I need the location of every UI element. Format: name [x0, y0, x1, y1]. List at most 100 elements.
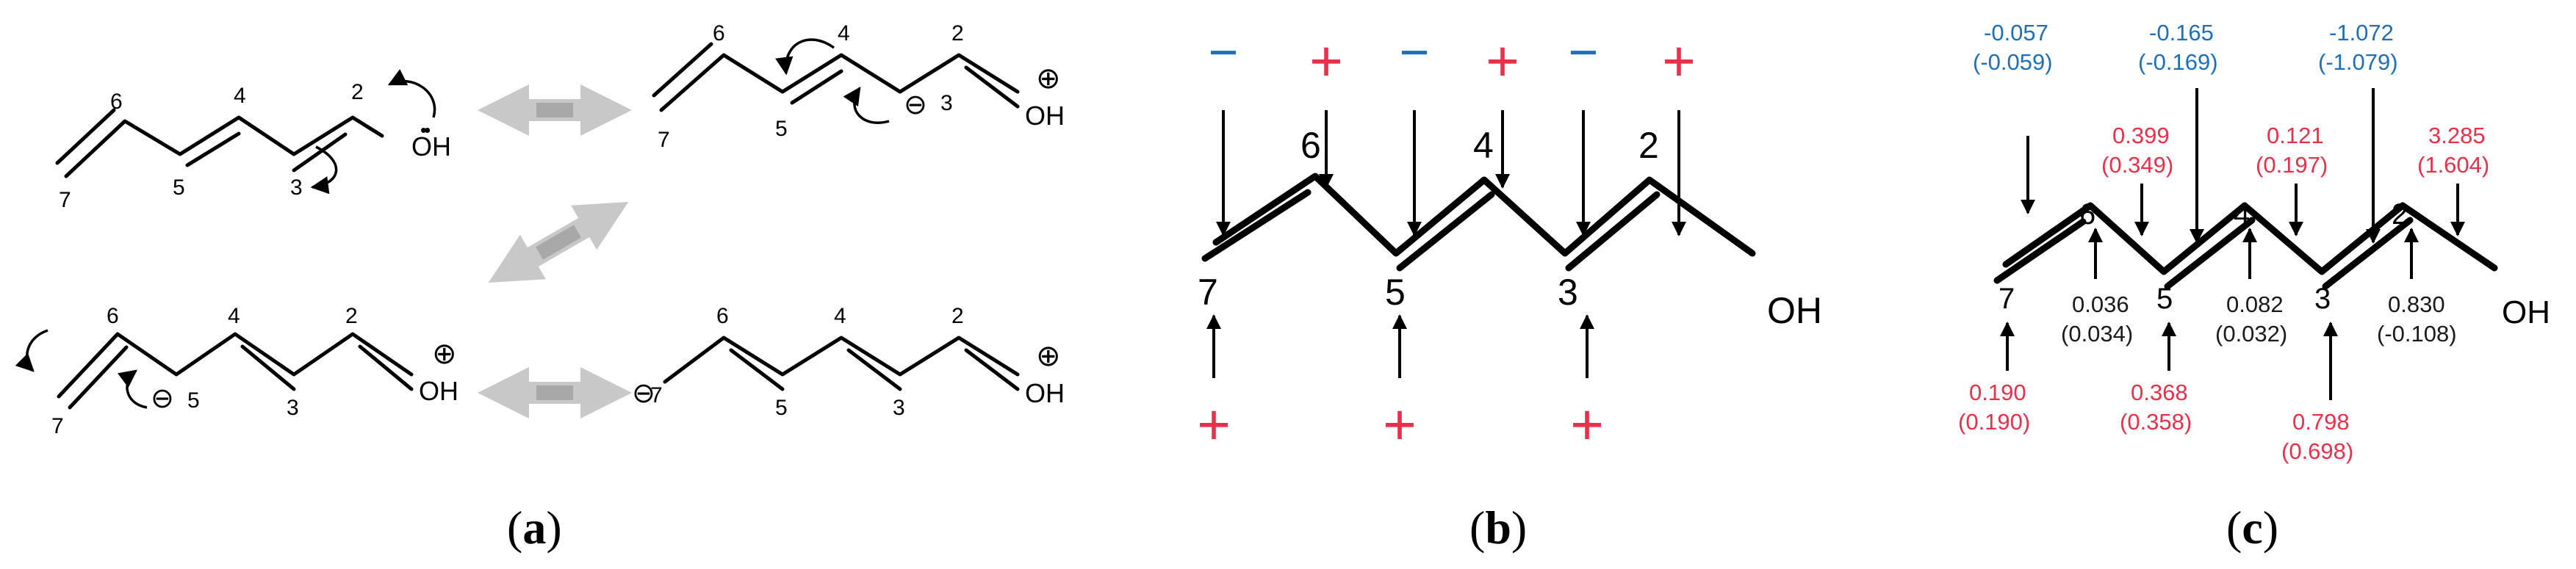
atom-number-6: 6	[1300, 125, 1321, 166]
resonance-structure-2: 7 6 5 4 3 2 ⊖ OH ⊕	[652, 21, 1065, 152]
minus-sign-icon: −	[1400, 23, 1430, 81]
atom-number-5: 5	[775, 396, 788, 420]
value-c3-red: 0.798	[2292, 409, 2350, 435]
plus-sign-icon: +	[1197, 392, 1231, 457]
value-arrows	[2000, 88, 2465, 400]
value-c2o-red-paren: (1.604)	[2417, 152, 2489, 178]
resonance-arrow-horizontal-bottom	[478, 367, 632, 418]
atom-number-3: 3	[290, 175, 303, 200]
atom-number-2: 2	[951, 21, 964, 46]
atom-number-4: 4	[1473, 125, 1494, 166]
resonance-arrow-diagonal	[488, 202, 629, 283]
hydroxyl-label: OH	[411, 131, 451, 162]
atom-number-6: 6	[110, 90, 123, 114]
atom-number-2: 2	[951, 304, 964, 328]
curved-arrow	[843, 86, 890, 124]
value-c5-blue: -0.165	[2149, 20, 2214, 46]
panel-a: 7 6 5 4 3 2 OH ••	[15, 21, 1065, 554]
value-c7-blue: -0.057	[1984, 20, 2048, 46]
atom-number-4: 4	[834, 304, 846, 328]
atom-number-3: 3	[2314, 283, 2331, 315]
panel-c: OH 6 4 2 7 5 3 -0.057 (-0.059) -0.165 (-…	[1958, 20, 2550, 554]
positive-charge-icon: ⊕	[1036, 340, 1061, 372]
atom-number-3: 3	[940, 91, 953, 115]
atom-number-7: 7	[658, 128, 670, 152]
value-c7-red: 0.190	[1969, 380, 2026, 405]
hydroxyl-label: OH	[2502, 294, 2550, 330]
value-c7-red-paren: (0.190)	[1958, 409, 2030, 435]
atom-number-3: 3	[287, 396, 299, 420]
resonance-structure-1: 7 6 5 4 3 2 OH ••	[55, 69, 451, 212]
value-c6-black: 0.036	[2072, 291, 2129, 317]
value-c4c3-red-paren: (0.197)	[2256, 152, 2328, 178]
value-c6c5-red-paren: (0.349)	[2101, 152, 2173, 178]
atom-number-2: 2	[351, 80, 364, 104]
attack-arrows: −+−+−++++	[1197, 23, 1696, 457]
hydroxyl-label: OH	[1767, 290, 1822, 331]
atom-number-2: 2	[345, 304, 358, 328]
hydroxyl-label: OH	[419, 376, 458, 406]
curved-arrow	[775, 38, 835, 76]
value-c5-red: 0.368	[2131, 380, 2188, 405]
positive-charge-icon: ⊕	[1036, 62, 1061, 95]
atom-number-5: 5	[173, 175, 185, 200]
panel-a-caption: (a)	[507, 501, 562, 554]
resonance-structure-4: ⊖ 7 6 5 4 3 2 OH ⊕	[632, 304, 1065, 420]
resonance-arrow-horizontal-top	[478, 84, 632, 136]
panel-b-caption: (b)	[1469, 501, 1527, 554]
atom-number-7: 7	[650, 383, 663, 407]
atom-number-5: 5	[2156, 283, 2173, 315]
value-c3-blue-paren: (-1.079)	[2318, 49, 2398, 75]
atom-number-6: 6	[716, 304, 729, 328]
hydroxyl-label: OH	[1025, 101, 1065, 131]
curved-arrow	[387, 69, 436, 118]
value-c2-black: 0.830	[2388, 291, 2445, 317]
plus-sign-icon: +	[1662, 29, 1696, 93]
atom-number-6: 6	[713, 21, 725, 46]
atom-number-5: 5	[187, 388, 200, 413]
atom-number-5: 5	[1385, 272, 1406, 313]
atom-number-2: 2	[1638, 125, 1659, 166]
negative-charge-icon: ⊖	[151, 383, 174, 414]
negative-charge-icon: ⊖	[904, 90, 927, 120]
plus-sign-icon: +	[1383, 392, 1417, 457]
positive-charge-icon: ⊕	[432, 338, 457, 370]
atom-number-6: 6	[2079, 198, 2095, 231]
atom-number-4: 4	[234, 84, 246, 108]
value-c6-black-paren: (0.034)	[2061, 321, 2133, 347]
hydroxyl-label: OH	[1025, 378, 1065, 408]
atom-number-6: 6	[107, 304, 119, 328]
atom-number-3: 3	[1558, 272, 1578, 313]
curved-arrow	[118, 369, 148, 409]
value-c5-red-paren: (0.358)	[2120, 409, 2192, 435]
atom-number-4: 4	[838, 21, 850, 46]
curved-arrow	[15, 329, 48, 372]
atom-number-2: 2	[2392, 198, 2408, 231]
atom-number-7: 7	[1998, 283, 2015, 315]
atom-number-7: 7	[51, 414, 64, 438]
atom-number-7: 7	[59, 188, 71, 212]
panel-c-caption: (c)	[2226, 501, 2278, 554]
value-c2o-red: 3.285	[2428, 123, 2486, 148]
minus-sign-icon: −	[1209, 23, 1239, 81]
panel-b: OH 6 4 2 7 5 3 −+−+−++++ (b)	[1197, 23, 1822, 554]
value-c4c3-red: 0.121	[2267, 123, 2324, 148]
atom-number-7: 7	[1198, 272, 1218, 313]
minus-sign-icon: −	[1569, 23, 1599, 81]
value-c5-blue-paren: (-0.169)	[2138, 49, 2218, 75]
curved-arrow	[310, 145, 338, 195]
resonance-structure-3: 7 6 5 4 3 2 ⊖ OH ⊕	[15, 304, 458, 438]
atom-number-5: 5	[775, 117, 788, 141]
value-c7-blue-paren: (-0.059)	[1973, 49, 2053, 75]
value-c4-black-paren: (0.032)	[2215, 321, 2287, 347]
plus-sign-icon: +	[1570, 392, 1604, 457]
value-c3-blue: -1.072	[2329, 20, 2394, 46]
negative-charge-icon: ⊖	[632, 378, 655, 409]
atom-number-4: 4	[228, 304, 240, 328]
value-c2-black-paren: (-0.108)	[2377, 321, 2457, 347]
atom-number-3: 3	[893, 396, 905, 420]
plus-sign-icon: +	[1486, 29, 1519, 93]
value-c6c5-red: 0.399	[2112, 123, 2170, 148]
value-c4-black: 0.082	[2226, 291, 2284, 317]
